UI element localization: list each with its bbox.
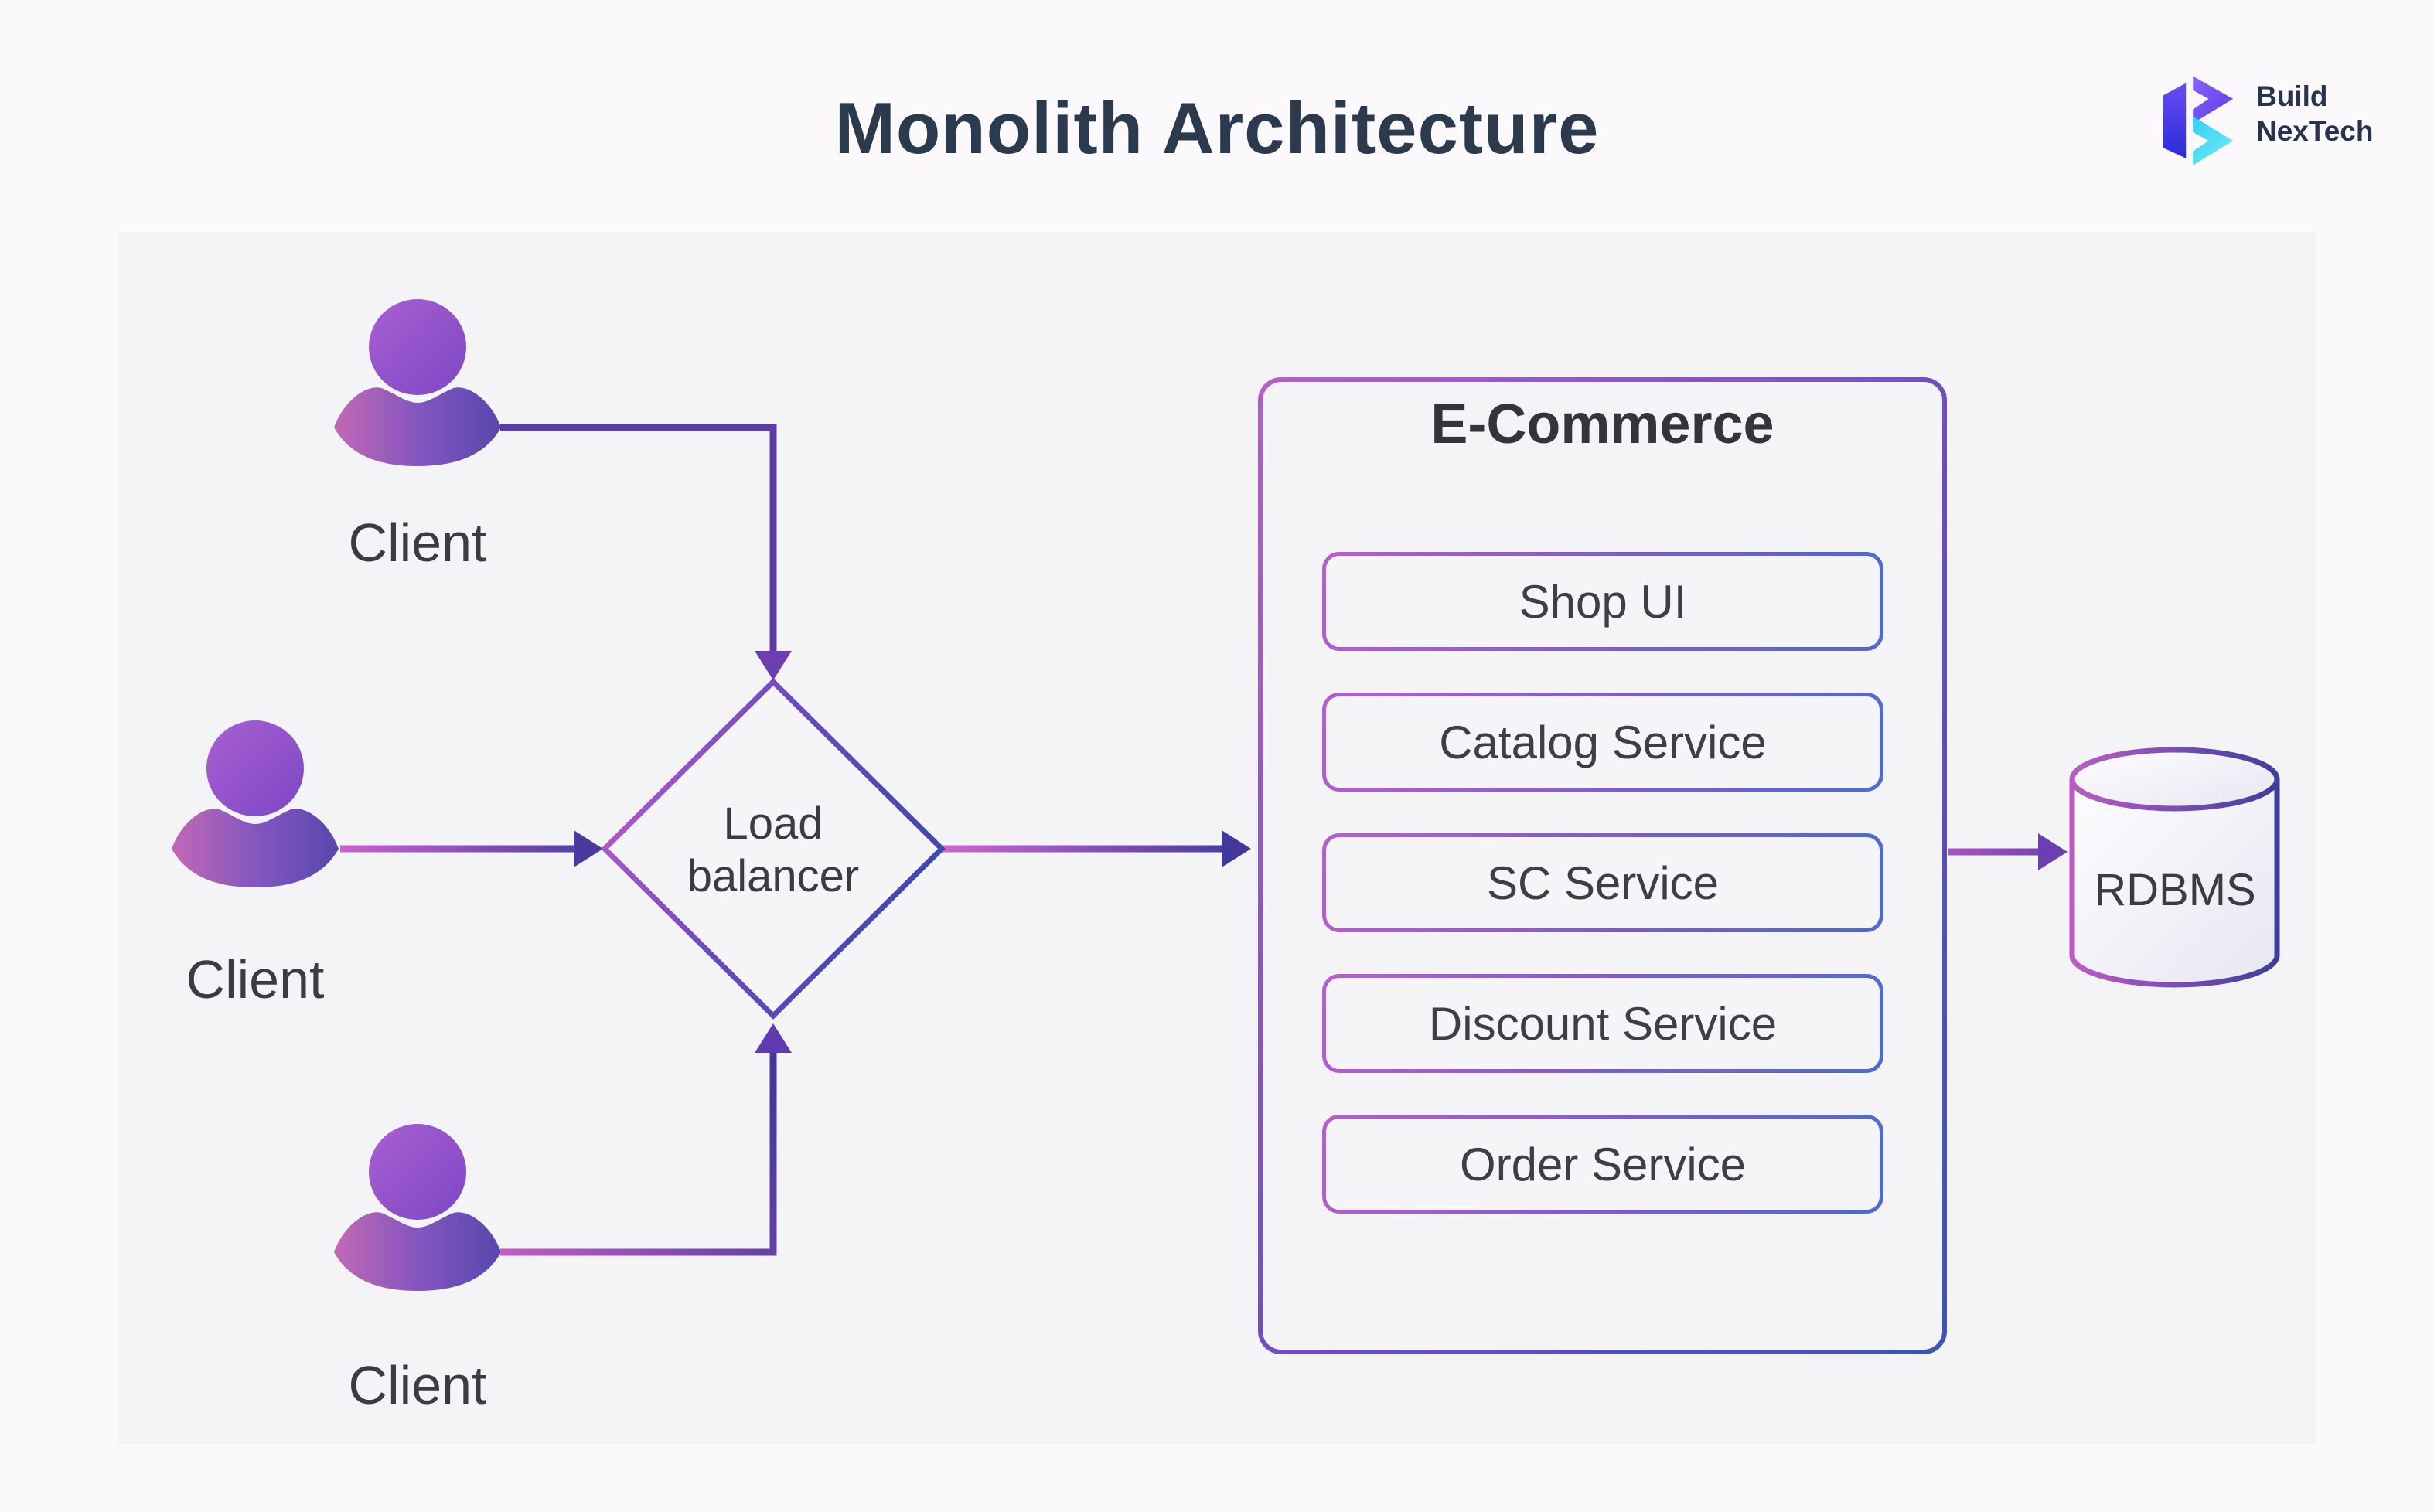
client-1-user-icon — [334, 299, 501, 466]
arrow-ecommerce-to-rdbms-icon — [1948, 833, 2068, 870]
brand-logo-icon — [2163, 76, 2234, 165]
rdbms-label: RDBMS — [2094, 865, 2256, 915]
service-box-shop-ui: Shop UI — [1322, 552, 1883, 651]
rdbms-cylinder — [2069, 747, 2280, 988]
load-balancer-label-line1: Load — [723, 799, 823, 849]
client-2-label: Client — [186, 949, 325, 1010]
client-3-user-icon — [334, 1124, 501, 1291]
service-label: Shop UI — [1326, 556, 1880, 647]
ecommerce-title: E-Commerce — [1430, 393, 1774, 455]
client-1-label: Client — [348, 513, 487, 573]
client-2-user-icon — [172, 720, 339, 887]
load-balancer-label: Load balancer — [642, 798, 905, 903]
page-title: Monolith Architecture — [834, 87, 1600, 169]
arrow-loadbalancer-to-ecommerce-icon — [942, 830, 1251, 867]
brand-logo: Build NexTech — [2154, 73, 2409, 173]
brand-name-line2: NexTech — [2256, 115, 2374, 147]
service-label: Discount Service — [1326, 978, 1880, 1069]
arrow-client1-to-loadbalancer-icon — [500, 424, 792, 680]
arrow-client3-to-loadbalancer-icon — [500, 1023, 792, 1256]
client-3-label: Client — [348, 1355, 487, 1415]
load-balancer-diamond — [601, 678, 946, 1020]
service-box-sc: SC Service — [1322, 833, 1883, 932]
service-box-discount: Discount Service — [1322, 974, 1883, 1073]
arrow-client2-to-loadbalancer-icon — [340, 830, 603, 867]
brand-name-line1: Build — [2256, 80, 2328, 112]
service-label: SC Service — [1326, 837, 1880, 928]
service-label: Order Service — [1326, 1119, 1880, 1210]
service-box-order: Order Service — [1322, 1115, 1883, 1214]
load-balancer-label-line2: balancer — [687, 851, 860, 901]
brand-logo-text: Build NexTech — [2256, 79, 2374, 148]
service-box-catalog: Catalog Service — [1322, 693, 1883, 792]
service-label: Catalog Service — [1326, 696, 1880, 788]
